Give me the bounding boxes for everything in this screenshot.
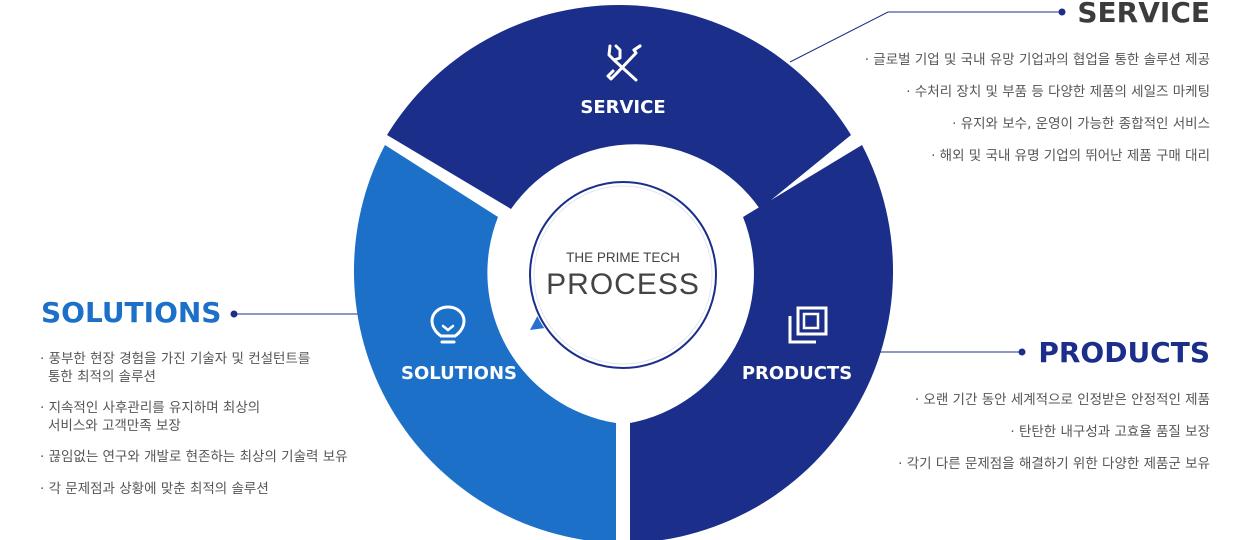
segment-label-products: PRODUCTS xyxy=(742,363,852,384)
segment-solutions[interactable] xyxy=(354,145,616,540)
wrench-screwdriver-icon xyxy=(606,44,642,82)
center-subtitle: THE PRIME TECH xyxy=(566,250,680,265)
list-item-line: 통한 최적의 솔루션 xyxy=(48,369,156,385)
lightbulb-icon xyxy=(430,305,466,344)
solutions-heading: SOLUTIONS xyxy=(41,296,222,329)
list-item: · 수처리 장치 및 부품 등 다양한 제품의 세일즈 마케팅 xyxy=(906,84,1210,100)
connector-service xyxy=(789,8,1066,63)
products-bullet-list: · 오랜 기간 동안 세계적으로 인정받은 안정적인 제품 · 탄탄한 내구성과… xyxy=(898,391,1210,487)
segment-products[interactable] xyxy=(630,145,893,540)
layered-squares-icon xyxy=(788,306,828,344)
list-item: · 각기 다른 문제점을 해결하기 위한 다양한 제품군 보유 xyxy=(898,456,1210,472)
products-heading: PRODUCTS xyxy=(1038,336,1210,369)
list-item: · 글로벌 기업 및 국내 유망 기업과의 협업을 통한 솔루션 제공 xyxy=(864,52,1210,68)
segment-label-solutions: SOLUTIONS xyxy=(401,363,517,384)
list-item: · 오랜 기간 동안 세계적으로 인정받은 안정적인 제품 xyxy=(914,392,1210,408)
center-hub: THE PRIME TECH PROCESS xyxy=(528,180,718,370)
list-item: · 유지와 보수, 운영이 가능한 종합적인 서비스 xyxy=(952,116,1210,132)
list-item-line: · 각 문제점과 상황에 맞춘 최적의 솔루션 xyxy=(40,481,269,497)
service-heading: SERVICE xyxy=(1077,0,1210,29)
list-item: · 탄탄한 내구성과 고효율 품질 보장 xyxy=(1010,424,1210,440)
list-item-line: 서비스와 고객만족 보장 xyxy=(48,418,181,434)
list-item-line: · 지속적인 사후관리를 유지하며 최상의 xyxy=(40,400,261,416)
service-bullet-list: · 글로벌 기업 및 국내 유망 기업과의 협업을 통한 솔루션 제공 · 수처… xyxy=(865,51,1210,179)
segment-label-service: SERVICE xyxy=(580,97,665,118)
segment-service[interactable] xyxy=(387,4,851,209)
list-item: · 풍부한 현장 경험을 가진 기술자 및 컨설턴트를 통한 최적의 솔루션 xyxy=(40,350,348,386)
connector-products xyxy=(880,348,1026,356)
solutions-bullet-list: · 풍부한 현장 경험을 가진 기술자 및 컨설턴트를 통한 최적의 솔루션 ·… xyxy=(40,350,348,512)
list-item: · 해외 및 국내 유명 기업의 뛰어난 제품 구매 대리 xyxy=(931,148,1210,164)
list-item: · 끊임없는 연구와 개발로 현존하는 최상의 기술력 보유 xyxy=(40,448,348,466)
list-item-line: · 끊임없는 연구와 개발로 현존하는 최상의 기술력 보유 xyxy=(40,449,348,465)
list-item: · 지속적인 사후관리를 유지하며 최상의 서비스와 고객만족 보장 xyxy=(40,399,348,435)
connector-solutions xyxy=(230,310,362,318)
center-title: PROCESS xyxy=(546,268,700,301)
list-item-line: · 풍부한 현장 경험을 가진 기술자 및 컨설턴트를 xyxy=(40,351,311,367)
list-item: · 각 문제점과 상황에 맞춘 최적의 솔루션 xyxy=(40,480,348,498)
